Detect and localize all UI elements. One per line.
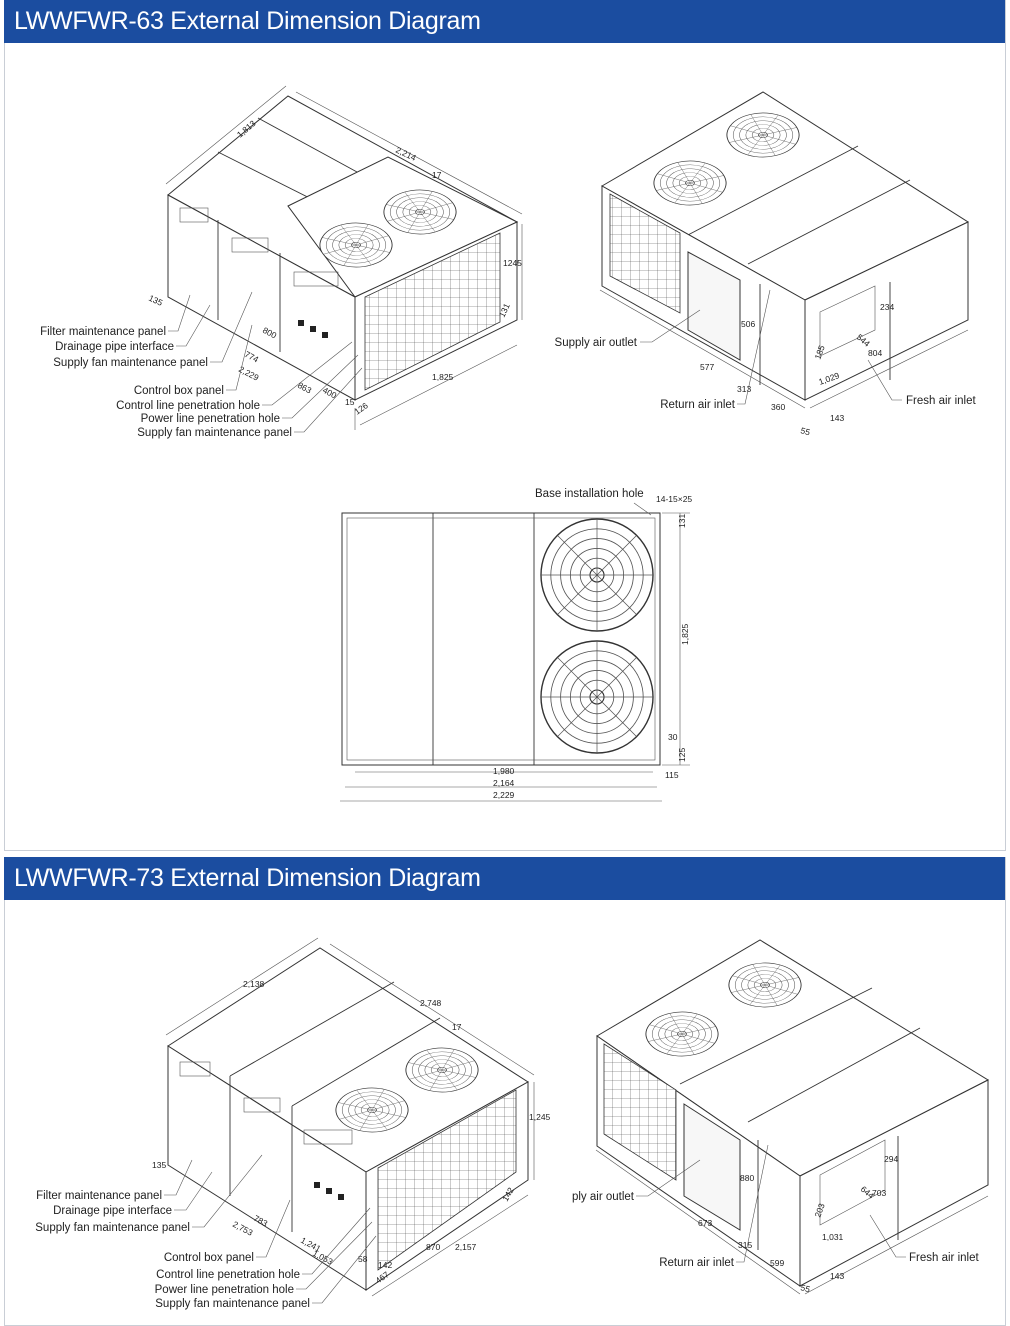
label-63-l-2: Supply fan maintenance panel: [53, 357, 208, 369]
label-63-l-6: Supply fan maintenance panel: [137, 427, 292, 439]
leaders-73-left: [164, 1154, 377, 1304]
dim-63-t-6: 1,980: [493, 766, 515, 776]
label-63-l-4: Control line penetration hole: [116, 400, 260, 412]
label-73-r-2: Fresh air inlet: [909, 1252, 979, 1264]
label-73-r-1: Return air inlet: [659, 1257, 735, 1269]
dim-73-l-11: 2,157: [455, 1242, 477, 1252]
label-73-l-1: Drainage pipe interface: [53, 1205, 172, 1217]
dim-63-r-9: 143: [830, 413, 844, 423]
label-73-l-2: Supply fan maintenance panel: [35, 1222, 190, 1234]
leaders-73-right: [636, 1144, 906, 1263]
dim-73-r-6: 703: [872, 1188, 886, 1198]
dim-63-r-7: 185: [812, 344, 826, 361]
label-63-l-0: Filter maintenance panel: [40, 326, 166, 338]
label-63-r-0: Supply air outlet: [555, 337, 638, 349]
label-63-l-3: Control box panel: [134, 385, 224, 397]
dim-73-l-14: 58: [358, 1254, 368, 1264]
dim-73-l-0: 2,138: [243, 979, 265, 989]
label-63-top-0: Base installation hole: [535, 488, 644, 500]
leaders-63-right: [640, 289, 902, 405]
dim-63-l-8: 2,229: [237, 364, 261, 383]
dim-63-r-1: 577: [700, 362, 714, 372]
dim-73-r-3: 599: [770, 1258, 784, 1268]
dim-73-l-12: 142: [378, 1260, 392, 1270]
label-73-l-4: Control line penetration hole: [156, 1269, 300, 1281]
dim-63-t-1: 131: [677, 514, 687, 528]
label-73-r-0: ply air outlet: [572, 1191, 635, 1203]
dim-63-r-4: 234: [880, 302, 894, 312]
dim-73-r-8: 1,031: [822, 1232, 844, 1242]
label-63-l-1: Drainage pipe interface: [55, 341, 174, 353]
dim-63-l-12: 15: [345, 397, 355, 407]
dim-63-t-2: 1,825: [680, 623, 690, 645]
dim-63-l-13: 1,825: [432, 372, 454, 382]
iso-right-73: [595, 939, 990, 1295]
label-73-l-6: Supply fan maintenance panel: [155, 1298, 310, 1310]
dim-63-t-0: 14-15×25: [656, 494, 692, 504]
iso-left-63: [165, 85, 523, 430]
dim-63-t-3: 30: [668, 732, 678, 742]
dim-73-r-7: 203: [812, 1202, 826, 1219]
dim-73-r-1: 673: [698, 1218, 712, 1228]
dim-63-t-4: 125: [677, 748, 687, 762]
leaders-63-left: [168, 291, 363, 433]
dim-63-l-2: 17: [432, 170, 442, 180]
dim-63-r-2: 313: [737, 384, 751, 394]
dim-63-r-10: 55: [799, 425, 811, 437]
dim-73-l-3: 1,245: [529, 1112, 551, 1122]
top-view-63: [340, 502, 690, 802]
dim-63-t-5: 115: [665, 770, 679, 780]
dim-63-t-8: 2,229: [493, 790, 515, 800]
label-73-l-3: Control box panel: [164, 1252, 254, 1264]
dim-73-r-0: 880: [740, 1173, 754, 1183]
label-63-r-1: Return air inlet: [660, 399, 736, 411]
dim-73-r-4: 294: [884, 1154, 898, 1164]
dim-63-r-6: 804: [868, 348, 882, 358]
dim-73-r-10: 55: [799, 1282, 811, 1294]
dim-73-l-1: 2,748: [420, 998, 442, 1008]
iso-right-63: [599, 91, 970, 409]
label-73-l-5: Power line penetration hole: [155, 1284, 294, 1296]
dim-63-t-7: 2,164: [493, 778, 515, 788]
dim-73-l-4: 135: [152, 1160, 166, 1170]
section-title-73: LWWFWR-73 External Dimension Diagram: [4, 857, 1005, 900]
dim-73-r-9: 143: [830, 1271, 844, 1281]
dim-73-r-2: 315: [738, 1240, 752, 1250]
dim-73-l-2: 17: [452, 1022, 462, 1032]
section-title-63: LWWFWR-63 External Dimension Diagram: [4, 0, 1005, 43]
dim-63-l-9: 863: [296, 380, 313, 396]
dim-63-l-3: 1245: [503, 258, 522, 268]
label-63-r-2: Fresh air inlet: [906, 395, 976, 407]
dim-73-l-7: 2,753: [231, 1219, 255, 1238]
dim-63-l-4: 135: [147, 293, 164, 308]
label-63-l-5: Power line penetration hole: [141, 413, 280, 425]
dim-63-r-3: 360: [771, 402, 785, 412]
dim-73-l-10: 870: [426, 1242, 440, 1252]
iso-left-73: [165, 937, 535, 1297]
dim-63-r-0: 506: [741, 319, 755, 329]
label-73-l-0: Filter maintenance panel: [36, 1190, 162, 1202]
